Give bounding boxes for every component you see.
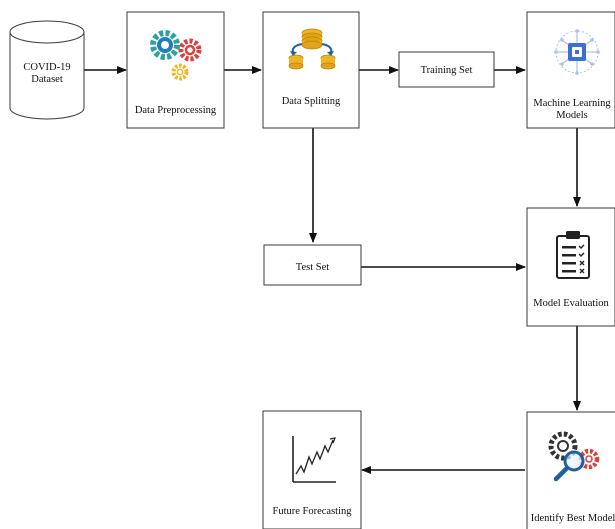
test-label: Test Set bbox=[296, 262, 329, 273]
node-covid-dataset: COVID-19 Dataset bbox=[9, 20, 85, 120]
best-model-label: Identify Best Model bbox=[531, 513, 615, 524]
evaluation-label: Model Evaluation bbox=[533, 298, 609, 309]
node-test-set: Test Set bbox=[263, 244, 362, 286]
training-box bbox=[398, 51, 495, 88]
forecasting-label: Future Forecasting bbox=[272, 506, 352, 517]
splitting-label: Data Splitting bbox=[282, 96, 341, 107]
database-cylinder-icon bbox=[9, 32, 85, 120]
node-data-splitting: Data Splitting bbox=[262, 11, 360, 129]
ml-models-label-line2: Models bbox=[556, 110, 588, 121]
node-identify-best-model: Identify Best Model bbox=[526, 411, 615, 529]
ml-models-box bbox=[526, 11, 615, 129]
node-future-forecasting: Future Forecasting bbox=[262, 410, 362, 529]
gear-magnifier-icon bbox=[548, 431, 600, 482]
gears-icon bbox=[150, 30, 202, 81]
line-graph-icon bbox=[292, 436, 336, 483]
dataset-label-line2: Dataset bbox=[31, 74, 63, 85]
dataset-label-line1: COVID-19 bbox=[23, 62, 70, 73]
node-training-set: Training Set bbox=[398, 51, 495, 88]
forecasting-box bbox=[262, 410, 362, 529]
clipboard-checklist-icon bbox=[556, 231, 590, 279]
node-model-evaluation: Model Evaluation bbox=[526, 207, 615, 327]
ai-chip-icon bbox=[554, 29, 600, 75]
database-split-icon bbox=[288, 28, 336, 70]
node-data-preprocessing: Data Preprocessing bbox=[126, 11, 225, 129]
test-box bbox=[263, 244, 362, 286]
cylinder-top bbox=[9, 20, 85, 44]
ml-models-label-line1: Machine Learning bbox=[533, 98, 611, 109]
training-label: Training Set bbox=[421, 65, 473, 76]
preprocessing-label: Data Preprocessing bbox=[135, 105, 217, 116]
node-ml-models: Machine Learning Models bbox=[526, 11, 615, 129]
